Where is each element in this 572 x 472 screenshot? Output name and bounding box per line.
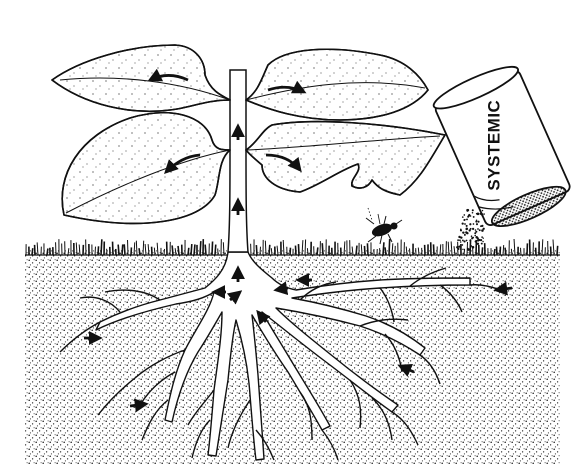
plant-stem <box>228 70 248 252</box>
flow-arrow-icon <box>130 404 146 406</box>
insect-icon <box>366 208 402 244</box>
leaf-lower-right <box>246 122 445 195</box>
canister-label: SYSTEMIC <box>484 100 503 191</box>
pesticide-canister-icon: SYSTEMIC <box>430 60 572 236</box>
flow-arrow-icon <box>276 288 288 290</box>
leaves <box>52 45 445 223</box>
flow-arrow-icon <box>496 288 512 290</box>
soil-layer <box>25 250 560 464</box>
